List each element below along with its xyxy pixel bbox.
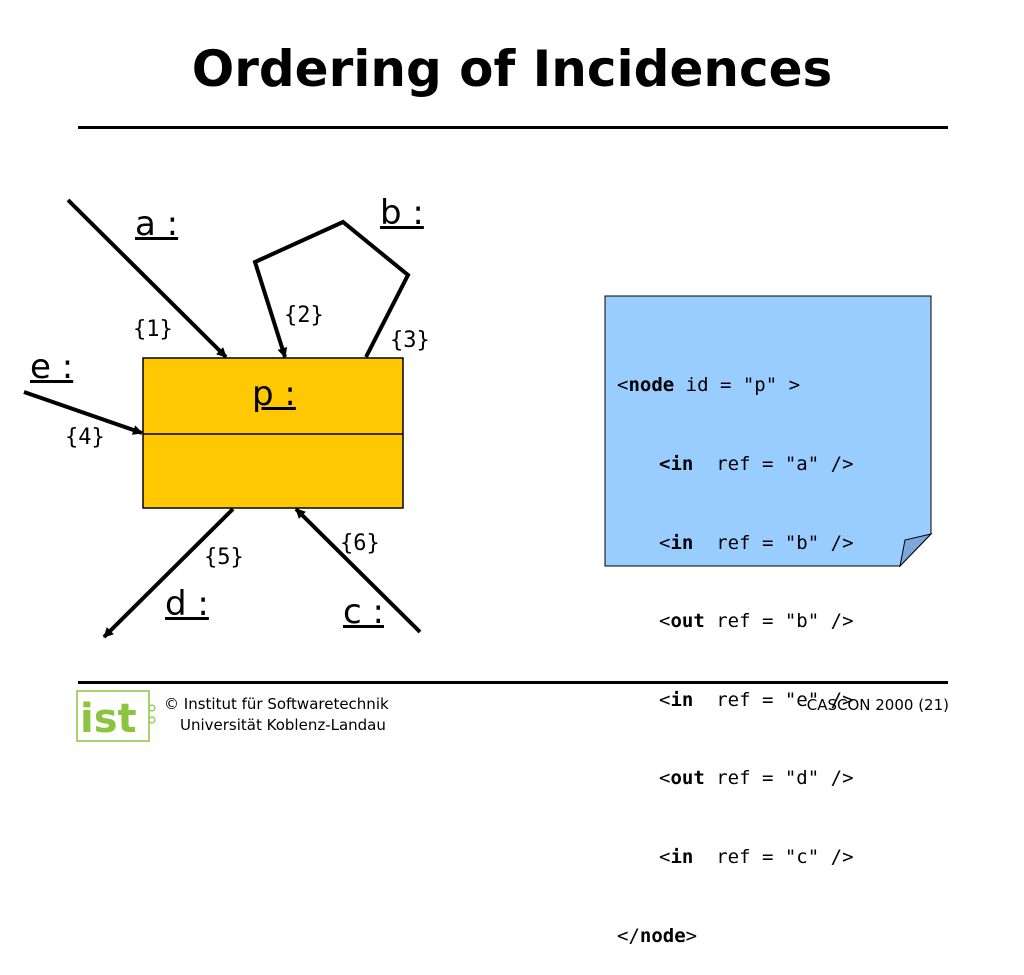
edge-a[interactable]: [66, 198, 228, 359]
footer-university: Universität Koblenz-Landau: [180, 716, 386, 734]
note-folded-corner: [899, 533, 933, 568]
order-label-1: {1}: [133, 317, 173, 342]
xml-incidence-line: <in ref = "b" />: [659, 531, 854, 554]
xml-note-text: <node id = "p" > <in ref = "a" /> <in re…: [617, 320, 854, 975]
xml-incidence-line: <in ref = "a" />: [659, 453, 854, 475]
ist-logo: ist: [76, 690, 156, 742]
xml-open-node-line: <node id = "p" >: [617, 374, 801, 397]
xml-incidence-line: <in ref = "e" />: [659, 688, 854, 711]
edge-c[interactable]: [294, 507, 422, 634]
xml-incidence-line: <out ref = "b" />: [659, 610, 854, 633]
xml-close-node-line: </node>: [617, 924, 698, 947]
footer-copyright: © Institut für Softwaretechnik: [164, 695, 389, 713]
node-p-label: p :: [252, 374, 296, 414]
end-label-d: d :: [165, 584, 209, 624]
end-label-a: a :: [135, 204, 179, 244]
incidence-diagram: [23, 198, 933, 639]
xml-incidence-line: <out ref = "d" />: [659, 767, 854, 790]
order-label-4: {4}: [65, 425, 105, 450]
footer-institute: © Institut für Softwaretechnik Universit…: [164, 694, 389, 736]
footer-conference: CASCON 2000 (21): [806, 696, 949, 714]
edge-e[interactable]: [23, 390, 143, 435]
edge-d[interactable]: [102, 507, 235, 639]
end-label-b: b :: [380, 193, 424, 233]
edge-b-loop[interactable]: [252, 219, 411, 358]
xml-incidence-line: <in ref = "c" />: [659, 845, 854, 868]
end-label-e: e :: [30, 347, 74, 387]
order-label-6: {6}: [340, 531, 380, 556]
slide-title: Ordering of Incidences: [191, 40, 833, 98]
order-label-2: {2}: [284, 303, 324, 328]
order-label-5: {5}: [204, 545, 244, 570]
footer-divider: [78, 681, 948, 684]
node-box[interactable]: [142, 357, 404, 509]
end-label-c: c :: [343, 592, 384, 632]
xml-note: [604, 295, 933, 568]
order-label-3: {3}: [390, 328, 430, 353]
ist-logo-text: ist: [80, 696, 137, 742]
title-divider: [78, 126, 948, 129]
